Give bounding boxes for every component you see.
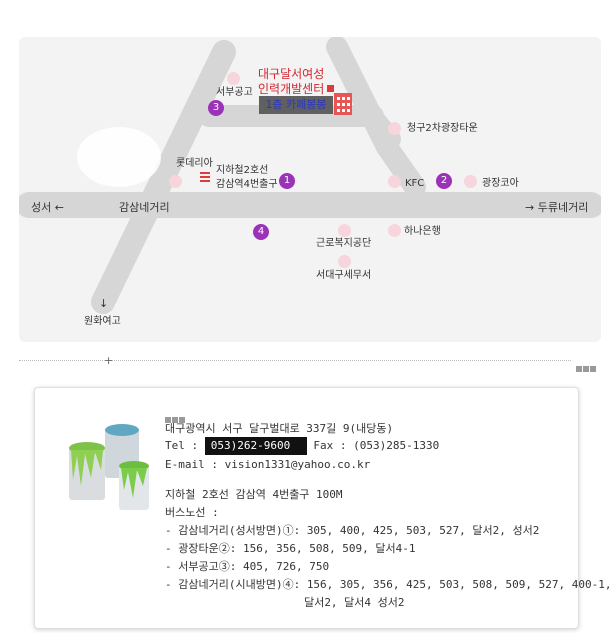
landmark-pin <box>388 122 401 135</box>
address-text: 대구광역시 서구 달구벌대로 337길 9(내당동) <box>165 422 394 435</box>
south-arrow: ↓ <box>99 297 109 310</box>
road-west-label: 성서 ← <box>31 201 64 214</box>
subway-line-label: 지하철2호선 <box>216 165 269 176</box>
landmark-pin <box>169 175 182 188</box>
route-marker-1: 1 <box>279 173 295 189</box>
landmark-pin <box>464 175 477 188</box>
location-map: 서부공고 3 대구달서여성 인력개발센터 1층 카페봉봉 청구2차광장타운 롯데… <box>19 37 601 342</box>
road-east-label: → 두류네거리 <box>525 201 589 214</box>
contact-card: 대구광역시 서구 달구벌대로 337길 9(내당동) Tel : 053)262… <box>34 387 611 629</box>
landmark-hana: 하나은행 <box>404 226 441 237</box>
landmark-welfare: 근로복지공단 <box>316 238 372 249</box>
landmark-wonhwa: 원화여고 <box>84 316 121 327</box>
bus-line-2: - 광장타운②: 156, 356, 508, 509, 달서4-1 <box>165 542 416 555</box>
destination-marker <box>327 85 334 92</box>
subway-icon <box>200 172 210 186</box>
phone-fax-row: Tel : 053)262-9600 Fax : (053)285-1330 <box>165 437 439 455</box>
landmark-kfc: KFC <box>405 178 425 189</box>
landmark-cheonggu: 청구2차광장타운 <box>407 123 478 134</box>
center-name-line2: 인력개발센터 <box>258 82 325 96</box>
tel-label: Tel : <box>165 439 199 452</box>
tel-value: 053)262-9600 <box>204 437 307 455</box>
route-marker-3: 3 <box>208 100 224 116</box>
fax-text: Fax : (053)285-1330 <box>313 439 440 452</box>
section-squares <box>165 408 186 423</box>
paint-can-icon <box>69 424 149 510</box>
subway-directions: 지하철 2호선 감삼역 4번출구 100M <box>165 488 343 501</box>
email-text: E-mail : vision1331@yahoo.co.kr <box>165 458 371 471</box>
route-marker-2: 2 <box>436 173 452 189</box>
landmark-seobu-school: 서부공고 <box>216 87 253 98</box>
cafe-label: 1층 카페봉봉 <box>259 96 333 114</box>
landmark-lotteria: 롯데리아 <box>176 158 213 169</box>
landmark-gwangjang: 광장코아 <box>482 178 519 189</box>
bus-line-4-cont: 달서2, 달서4 성서2 <box>165 596 405 609</box>
landmark-tax: 서대구세무서 <box>316 270 372 281</box>
subway-exit-label: 감삼역4번출구 <box>216 179 278 190</box>
divider-plus: + <box>104 354 114 367</box>
landmark-pin <box>388 175 401 188</box>
bus-title: 버스노선 : <box>165 506 219 519</box>
landmark-pin <box>338 224 351 237</box>
route-marker-4: 4 <box>253 224 269 240</box>
divider-squares <box>576 357 597 372</box>
landmark-pin <box>227 72 240 85</box>
intersection-label: 감삼네거리 <box>119 201 170 214</box>
center-name-line1: 대구달서여성 <box>258 67 325 81</box>
landmark-pin <box>338 255 351 268</box>
building-icon <box>334 93 352 115</box>
landmark-pin <box>388 224 401 237</box>
section-divider <box>19 360 571 361</box>
map-roads <box>19 37 601 314</box>
bus-line-4: - 감삼네거리(시내방면)④: 156, 305, 356, 425, 503,… <box>165 578 612 591</box>
bus-line-1: - 감삼네거리(성서방면)①: 305, 400, 425, 503, 527,… <box>165 524 540 537</box>
bus-line-3: - 서부공고③: 405, 726, 750 <box>165 560 330 573</box>
